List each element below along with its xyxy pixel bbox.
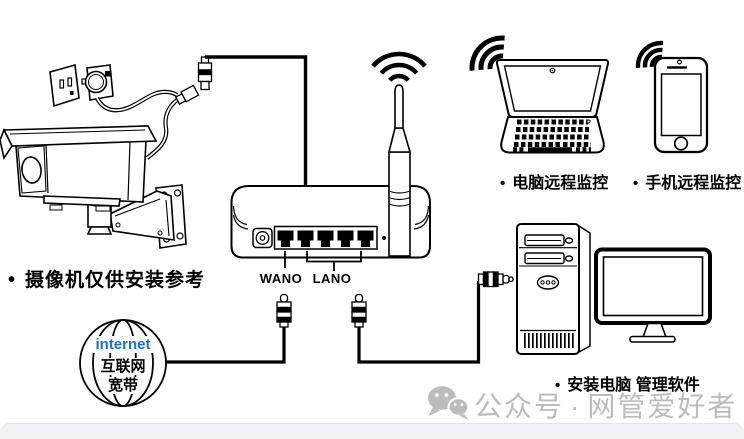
- monitor-stand: [641, 322, 668, 338]
- wifi-signal-router-icon: [371, 51, 427, 82]
- bnc-connector: [174, 56, 213, 105]
- pc-tower-icon: [516, 223, 591, 355]
- monitor-icon: [594, 247, 712, 343]
- bullet-dot: •: [8, 269, 17, 291]
- pc-plug-connector: [477, 271, 514, 288]
- internet-globe-line3: 宽带: [105, 377, 140, 394]
- wechat-icon: [428, 386, 470, 420]
- back-panel: [252, 225, 386, 250]
- camera-lens: [17, 145, 47, 194]
- internet-globe-title: internet: [93, 336, 153, 353]
- phone-camera-dot: [676, 59, 682, 65]
- laptop-icon: [495, 59, 610, 154]
- power-jack: [252, 227, 273, 249]
- wechat-watermark: 公众号·网管爱好者: [474, 385, 737, 425]
- power-cable: [95, 89, 179, 113]
- home-button: [673, 136, 689, 151]
- vent-grille: [520, 329, 576, 348]
- camera-sun-shield: [0, 125, 158, 161]
- bullet-dot: •: [555, 377, 561, 394]
- bullet-dot: •: [500, 175, 506, 192]
- smartphone-icon: [653, 56, 709, 154]
- lan-connector-plug: [351, 293, 367, 328]
- power-outlet-icon: [49, 63, 80, 108]
- router-antenna: [387, 84, 412, 257]
- router-icon: [230, 84, 431, 271]
- watermark-platform: 公众号: [474, 391, 565, 422]
- wan-port-label: WANO: [259, 271, 303, 286]
- wifi-signal-laptop-icon: [469, 35, 505, 71]
- monitor-base: [629, 335, 676, 343]
- port-leader-lines: [284, 251, 362, 271]
- management-pc-label: •安装电脑 管理软件: [555, 377, 700, 394]
- watermark-account: 网管爱好者: [587, 391, 738, 422]
- camera-note-label: •摄像机仅供安装参考: [8, 269, 206, 291]
- rj45-ports: [277, 230, 374, 247]
- internet-globe-line2: 互联网: [98, 358, 148, 375]
- footer-band: [0, 423, 744, 439]
- keyboard: [513, 119, 591, 152]
- lan-to-pc-cable: [357, 281, 481, 364]
- wifi-signal-phone-icon: [635, 40, 664, 69]
- camera-video-cable: [145, 91, 191, 160]
- camera-bracket: [109, 190, 175, 241]
- wan-connector-plug: [276, 293, 292, 328]
- watermark-separator: ·: [570, 391, 582, 422]
- reset-button: [382, 236, 386, 240]
- power-adapter-icon: [81, 64, 114, 101]
- cctv-camera-icon: [0, 125, 187, 249]
- remote-pc-label: •电脑远程监控: [500, 175, 609, 192]
- lan-port-label: LANO: [312, 271, 352, 286]
- internet-to-wan-cable: [166, 327, 286, 364]
- remote-phone-label: •手机远程监控: [633, 175, 742, 192]
- bullet-dot: •: [633, 175, 639, 192]
- camera-to-router-cable: [205, 55, 308, 198]
